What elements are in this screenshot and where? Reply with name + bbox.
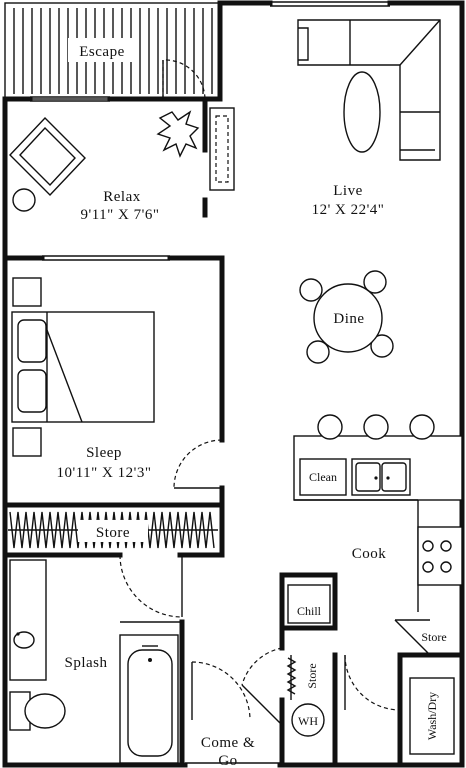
room-label-chill: Chill [297,604,322,618]
room-label-escape: Escape [79,44,124,60]
room-dims-sleep: 10'11" X 12'3" [57,465,152,481]
dining-set [299,270,394,364]
kitchen [293,414,463,612]
room-label-hall-store: Store [305,663,319,688]
coffee-table [343,71,381,153]
closet-hangers [8,511,218,549]
door-swings [119,59,431,726]
room-label-come-go-line1: Come & [201,735,255,751]
fridge [287,584,331,624]
bath-fixtures [9,559,179,764]
room-label-wash-dry: Wash/Dry [425,692,439,740]
lounge-chair [9,116,86,212]
washer-dryer [409,677,455,755]
media-unit [209,107,235,191]
sofa [297,19,441,161]
room-label-splash: Splash [64,655,107,671]
bed [11,277,155,457]
room-label-clean: Clean [309,470,337,484]
room-dims-live: 12' X 22'4" [312,202,385,218]
room-label-cook: Cook [352,546,387,562]
room-label-pantry-store: Store [421,630,446,644]
room-label-come-go-line2: Go [218,753,237,768]
plant-icon [156,110,200,158]
room-dims-relax: 9'11" X 7'6" [81,207,160,223]
room-label-relax: Relax [103,189,141,205]
hall-store-rod [286,655,297,700]
room-label-dine: Dine [333,311,364,327]
water-heater [291,703,325,737]
room-label-wh: WH [298,714,318,728]
windows [30,1,390,764]
balcony [4,2,221,100]
room-label-closet-store: Store [96,525,130,541]
room-label-live: Live [333,183,363,199]
room-label-sleep: Sleep [86,445,122,461]
